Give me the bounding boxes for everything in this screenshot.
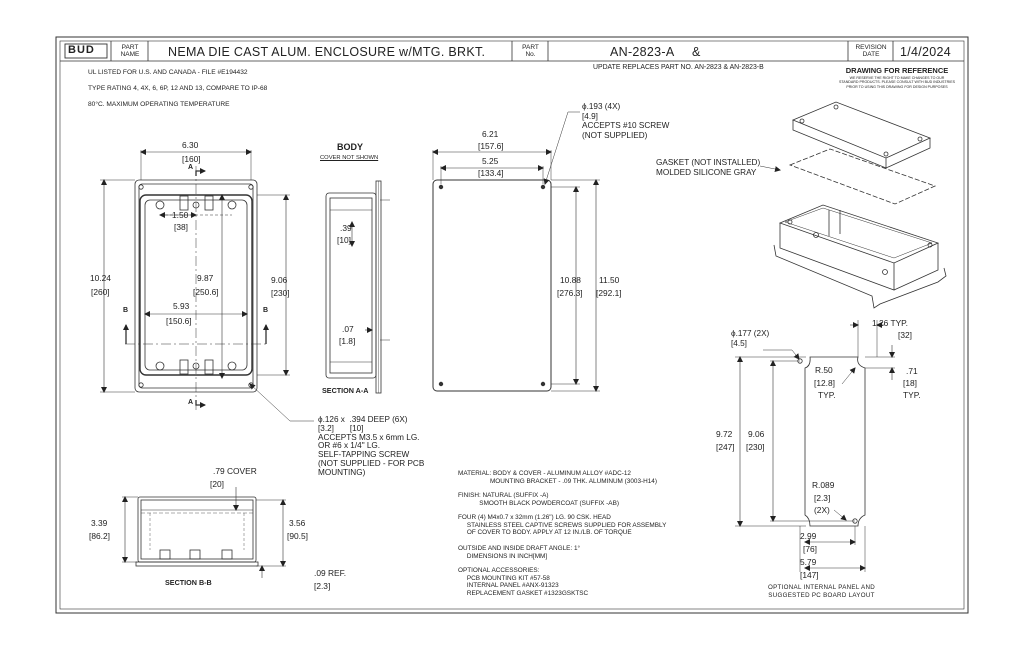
dim-panel-hole-span-mm: [76] [803,544,817,554]
dim-aa-39-mm: [10] [337,235,351,245]
dim-panel-width-in: 5.79 [800,557,817,567]
update-note: UPDATE REPLACES PART NO. AN-2823 & AN-28… [593,64,764,71]
dim-bracket-thk-in: .09 REF. [314,568,347,578]
part-no-label: PART No. [522,44,539,58]
dim-panel-width-mm: [147] [800,570,819,580]
part-number-amp: & [692,45,701,59]
dim-panel-holes-mm: [230] [746,442,765,452]
dim-hole-span-in: 9.06 [271,275,288,285]
dim-panel-holes-in: 9.06 [748,429,765,439]
dim-panel-small-radius-qty: (2X) [814,505,830,515]
dim-panel-radius-in: R.50 [815,365,833,375]
dim-panel-radius-typ: TYP. [818,390,836,400]
bud-logo-box [64,43,108,59]
callout-panel-holes: ϕ.177 (2X) [4.5] [731,329,770,348]
dim-width-in: 6.30 [182,140,199,150]
dim-cover-holes-mm: [133.4] [478,168,504,178]
dim-inner-length-in: 9.87 [197,273,214,283]
dim-panel-length-mm: [247] [716,442,735,452]
section-mark-b-right: B [263,307,269,314]
section-bb-view [135,496,259,567]
dim-inner-length-mm: [250.6] [193,287,219,297]
note-material: MATERIAL: BODY & COVER - ALUMINUM ALLOY … [458,470,657,485]
dim-panel-71-typ: TYP. [903,390,921,400]
note-ul-listed: UL LISTED FOR U.S. AND CANADA - FILE #E1… [88,69,248,76]
note-draft-angle: OUTSIDE AND INSIDE DRAFT ANGLE: 1° DIMEN… [458,545,581,560]
dim-body-height-mm: [86.2] [89,531,110,541]
dim-body-height-in: 3.39 [91,518,108,528]
note-accessories: OPTIONAL ACCESSORIES: PCB MOUNTING KIT #… [458,567,589,597]
callout-pcb-holes: ϕ.126 x .394 DEEP (6X) [3.2] [10] ACCEPT… [318,415,425,477]
dim-cover-holes-in: 5.25 [482,156,499,166]
dim-length-mm: [260] [91,287,110,297]
dim-bracket-thk-mm: [2.3] [314,581,331,591]
dim-total-height-in: 3.56 [289,518,306,528]
dim-total-height-mm: [90.5] [287,531,308,541]
callout-gasket: GASKET (NOT INSTALLED) MOLDED SILICONE G… [656,158,761,177]
body-label: BODY [337,142,364,152]
dim-screw-pitch-mm: [38] [174,222,188,232]
dim-cover-length-in: 11.50 [599,275,620,285]
callout-cover-holes: ϕ.193 (4X) [4.9] ACCEPTS #10 SCREW (NOT … [582,102,670,140]
dim-cover-length-mm: [292.1] [596,288,622,298]
dim-cover-hole-length-mm: [276.3] [557,288,583,298]
dim-panel-small-radius-in: R.089 [812,480,835,490]
reference-fine-print: WE RESERVE THE RIGHT TO MAKE CHANGES TO … [838,76,955,89]
dim-panel-hole-span-in: 2.99 [800,531,817,541]
isometric-view [773,101,947,309]
section-mark-b-left: B [123,307,129,314]
part-number-a: AN-2823-A [610,45,675,59]
body-sublabel: COVER NOT SHOWN [320,155,379,161]
revision-label: REVISION DATE [855,44,887,58]
dim-panel-71-mm: [18] [903,378,917,388]
dim-hole-span-mm: [230] [271,288,290,298]
dim-cover-hole-length-in: 10.88 [560,275,581,285]
dim-aa-07-mm: [1.8] [339,336,356,346]
dim-width-mm: [160] [182,154,201,164]
section-mark-a-bottom: A [188,399,194,406]
dim-inner-width-mm: [150.6] [166,316,192,326]
dim-length-in: 10.24 [90,273,111,283]
dim-cover-height-mm: [20] [210,479,224,489]
part-name: NEMA DIE CAST ALUM. ENCLOSURE w/MTG. BRK… [168,45,486,59]
dim-cover-width-in: 6.21 [482,129,499,139]
dim-cover-height-in: .79 COVER [213,466,257,476]
dim-panel-71-in: .71 [906,366,918,376]
section-aa-label: SECTION A-A [322,386,369,395]
panel-caption: OPTIONAL INTERNAL PANEL AND SUGGESTED PC… [768,584,876,599]
drawing-for-reference: DRAWING FOR REFERENCE [845,66,949,75]
dim-panel-notch-in: 1.26 TYP. [872,318,909,328]
dim-panel-notch-mm: [32] [898,330,912,340]
dim-panel-length-in: 9.72 [716,429,733,439]
bud-logo: BUD [68,44,95,56]
section-bb-label: SECTION B-B [165,578,212,587]
part-name-label: PART NAME [120,44,140,58]
note-finish: FINISH: NATURAL (SUFFIX -A) SMOOTH BLACK… [458,492,619,507]
note-type-rating: TYPE RATING 4, 4X, 6, 6P, 12 AND 13, COM… [88,85,268,92]
dim-aa-07-in: .07 [342,324,354,334]
dim-panel-radius-mm: [12.8] [814,378,835,388]
outer-border [55,36,969,614]
dim-aa-39-in: .39 [340,223,352,233]
dim-inner-width-in: 5.93 [173,301,190,311]
revision-date: 1/4/2024 [900,45,952,59]
dim-panel-small-radius-mm: [2.3] [814,493,831,503]
note-max-temp: 80°C. MAXIMUM OPERATING TEMPERATURE [88,101,230,108]
section-aa-view [325,180,390,394]
section-mark-a-top: A [188,164,194,171]
dim-cover-width-mm: [157.6] [478,141,504,151]
note-captive-screws: FOUR (4) M4x0.7 x 32mm (1.26") LG. 90 CS… [458,514,667,537]
dim-screw-pitch-in: 1.50 [172,210,189,220]
cover-view [432,179,552,392]
